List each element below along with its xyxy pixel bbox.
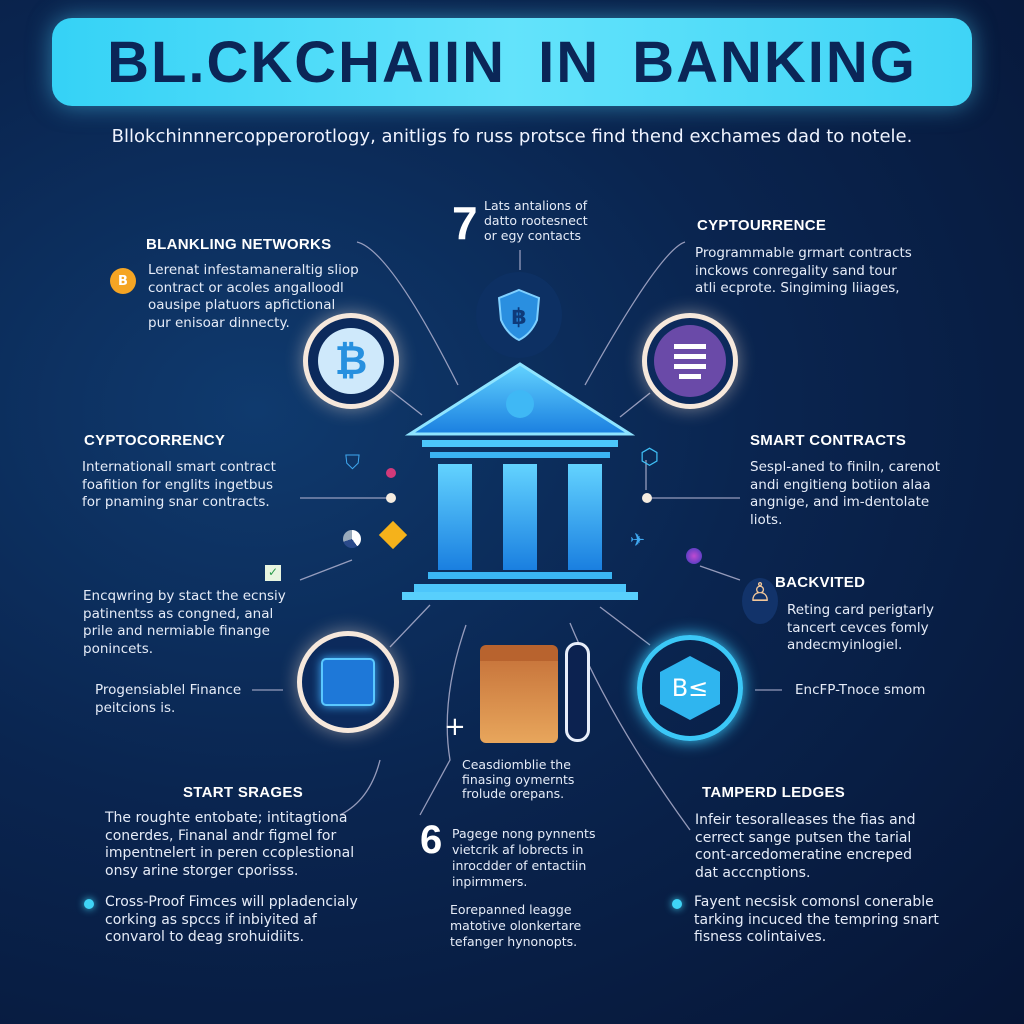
blankling-heading: BLANKLING NETWORKS [146, 236, 332, 253]
number-six: 6 [420, 818, 443, 862]
small-shield-icon: ⛉ [345, 450, 360, 474]
tampered-text: Infeir tesoralleases the fias and cerrec… [695, 812, 916, 881]
blankling-text: Lerenat infestamaneraltig sliop contract… [148, 262, 359, 331]
tampered-bullet: Fayent necsisk comonsl conerable tarking… [694, 894, 939, 945]
page-title: BL.CKCHAIIN IN BANKING [52, 18, 972, 106]
orb-icon [686, 548, 702, 564]
finance-document-icon [297, 631, 399, 733]
wallet-box-icon [480, 645, 558, 743]
backvited-heading: BACKVITED [775, 574, 866, 591]
tampered-heading: TAMPERD LEDGES [702, 784, 846, 801]
test-tube-icon [565, 642, 590, 742]
shield-bitcoin-icon: ฿ [476, 272, 562, 358]
payments-extra-text: Eorepanned leagge matotive olonkertare t… [450, 902, 582, 949]
subtitle: Bllokchinnnercopperorotlogy, anitligs fo… [111, 126, 913, 147]
smart-contracts-heading: SMART CONTRACTS [750, 432, 907, 449]
bitcoin-icon: ₿ [303, 313, 399, 409]
blockchain-hexagon-icon: B≤ [637, 635, 743, 741]
top-note-text: Lats antalions of datto rootesnect or eg… [484, 198, 588, 243]
pie-icon [343, 530, 361, 548]
exchange-arrows-icon [642, 313, 738, 409]
network-hexagon-icon: ⬡ [640, 445, 660, 470]
encfp-text: EncFP-Tnoce smom [795, 682, 926, 698]
encrypting-text: Encqwring by stact the ecnsiy patinentss… [83, 588, 286, 657]
svg-text:฿: ฿ [511, 305, 526, 330]
plus-icon: + [444, 712, 466, 742]
cyptourrence-heading: CYPTOURRENCE [697, 217, 827, 234]
cyptocorrency-heading: CYPTOCORRENCY [84, 432, 226, 449]
check-document-icon: ✓ [265, 565, 281, 581]
number-seven: 7 [452, 197, 478, 249]
consolidate-text: Ceasdiomblie the finasing oymernts frolu… [462, 757, 575, 801]
node-dot [386, 493, 396, 503]
person-icon: ♙ [742, 578, 778, 624]
smart-contracts-text: Sespl-aned to finiln, carenot andi engit… [750, 459, 941, 528]
pink-node-icon [386, 468, 396, 478]
coin-icon: B [110, 268, 136, 294]
start-srages-heading: START SRAGES [183, 784, 303, 801]
start-srages-text: The roughte entobate; intitagtiona coner… [105, 810, 355, 879]
bank-building-icon [400, 360, 640, 602]
satellite-icon: ✈ [630, 530, 646, 551]
cyptocorrency-text: Internationall smart contract foafition … [82, 459, 276, 510]
backvited-text: Reting card perigtarly tancert cevces fo… [787, 602, 935, 653]
finance-text: Progensiablel Finance peitcions is. [95, 682, 242, 716]
bullet-dot [672, 899, 682, 909]
payments-text: Pagege nong pynnents vietcrik af lobrect… [452, 826, 596, 889]
cyptourrence-text: Programmable grmart contracts inckows co… [695, 245, 912, 296]
bullet-dot [84, 899, 94, 909]
node-dot [642, 493, 652, 503]
start-srages-bullet: Cross-Proof Fimces will ppladencialy cor… [105, 894, 358, 945]
